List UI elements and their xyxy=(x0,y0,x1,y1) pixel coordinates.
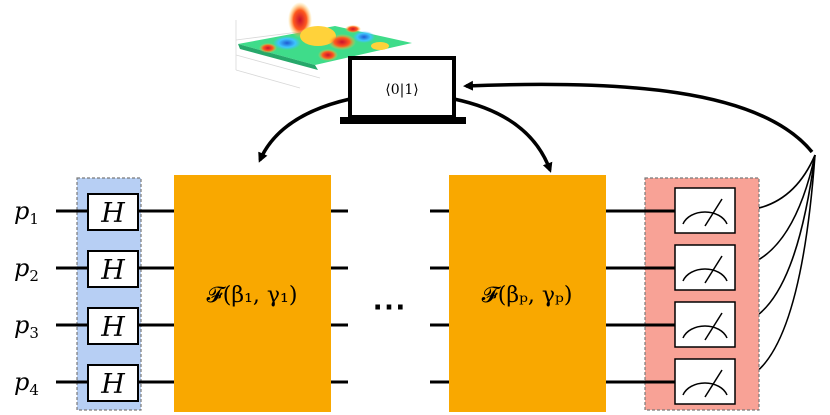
svg-text:H: H xyxy=(100,312,125,343)
parameter-arrow-left xyxy=(258,97,351,163)
unitary-block-first xyxy=(174,175,331,412)
hadamard-gate: H xyxy=(87,250,139,288)
unitary-block-label: 𝓕(βₚ, γₚ) xyxy=(482,283,573,308)
measurement-meter-icon xyxy=(674,244,736,291)
hadamard-gate: H xyxy=(87,307,139,345)
laptop-label: ⟨0|1⟩ xyxy=(385,82,418,98)
qubit-label: p3 xyxy=(14,311,39,342)
hadamard-gate: H xyxy=(87,193,139,231)
measurement-meter-icon xyxy=(674,187,736,234)
landscape-surface-icon xyxy=(235,2,412,89)
svg-text:H: H xyxy=(100,198,125,229)
measurement-meter-icon xyxy=(674,301,736,348)
ellipsis: ⋯ xyxy=(372,287,406,327)
unitary-block-last xyxy=(449,175,606,412)
qubit-label: p2 xyxy=(14,254,39,285)
svg-text:H: H xyxy=(100,255,125,286)
parameter-arrow-right xyxy=(453,97,553,173)
qubit-label: p4 xyxy=(14,368,39,399)
laptop-icon xyxy=(340,56,466,124)
svg-text:H: H xyxy=(100,369,125,400)
qubit-label: p1 xyxy=(14,197,39,228)
measurement-meter-icon xyxy=(674,358,736,405)
unitary-block-label: 𝓕(β₁, γ₁) xyxy=(207,283,298,308)
feedback-arrow xyxy=(463,80,814,154)
hadamard-gate: H xyxy=(87,364,139,402)
